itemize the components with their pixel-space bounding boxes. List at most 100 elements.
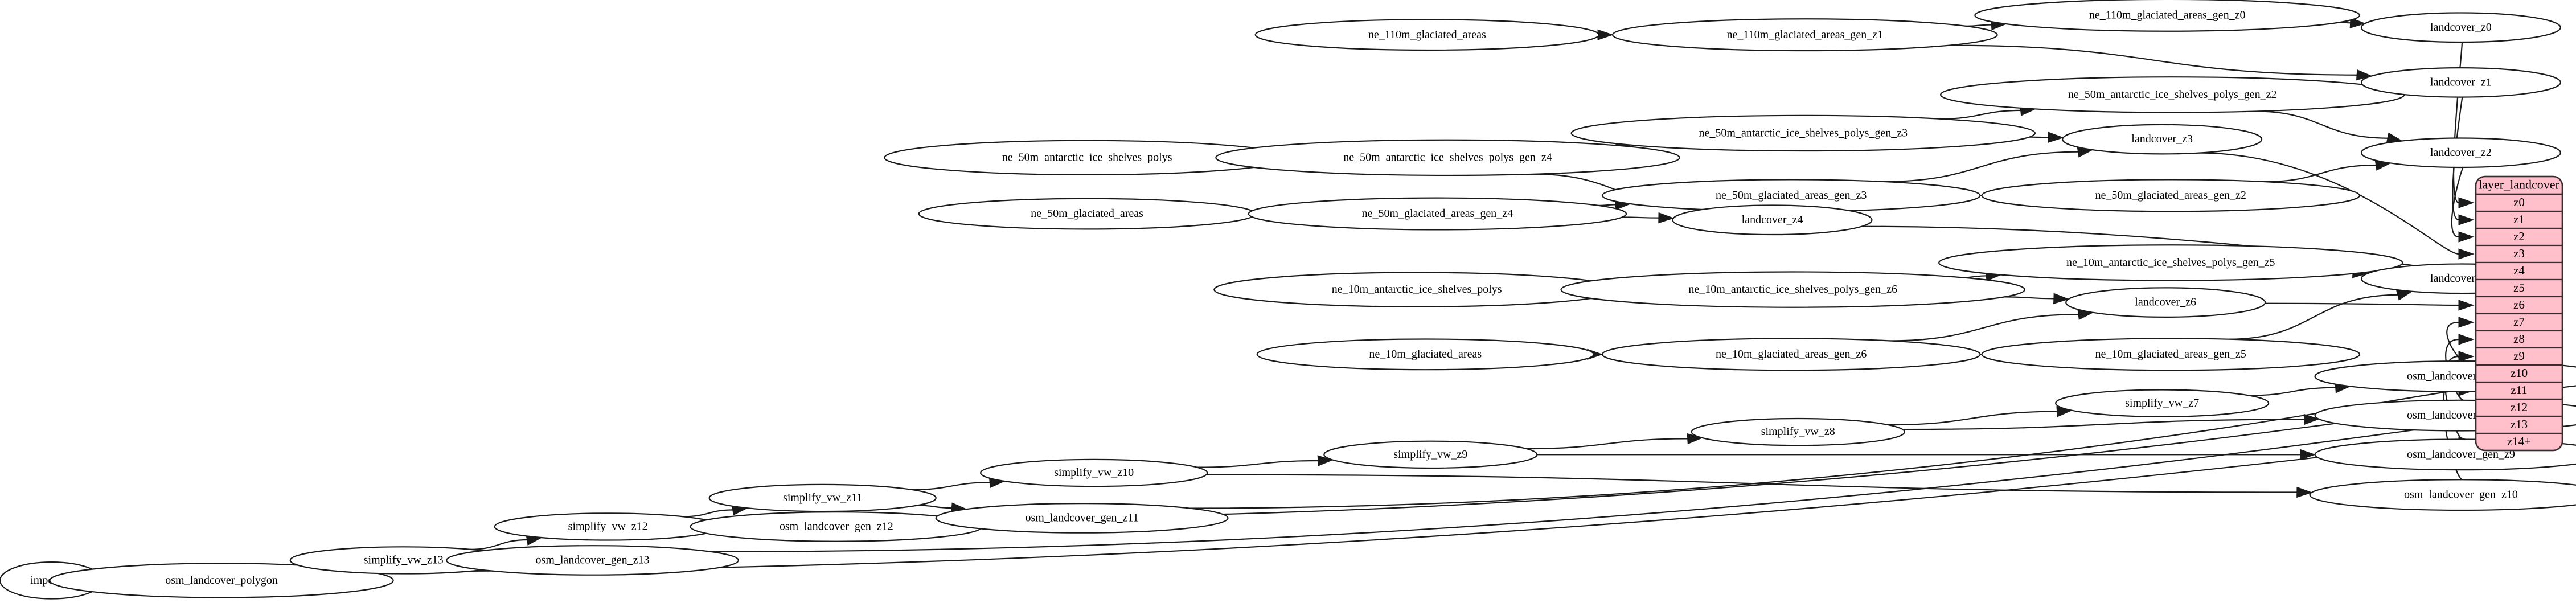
- graph-node-ne_50m_glaciated_areas_gen_z4[interactable]: ne_50m_glaciated_areas_gen_z4: [1248, 197, 1627, 231]
- graph-edge: [1622, 216, 1660, 219]
- graph-edge: [2029, 136, 2050, 138]
- graph-node-simplify_vw_z12[interactable]: simplify_vw_z12: [494, 512, 722, 541]
- record-row-label: z14+: [2507, 434, 2531, 448]
- graph-node-simplify_vw_z8[interactable]: simplify_vw_z8: [1691, 417, 1905, 446]
- graph-node-landcover_z3[interactable]: landcover_z3: [2062, 124, 2263, 155]
- graph-sink-edge: [2199, 152, 2459, 255]
- record-row[interactable]: [2476, 210, 2562, 229]
- node-label: ne_50m_glaciated_areas: [1031, 207, 1143, 220]
- graph-node-ne_50m_antarctic_ice_shelves_polys_gen_z2[interactable]: ne_50m_antarctic_ice_shelves_polys_gen_z…: [1939, 76, 2405, 113]
- graph-node-ne_10m_glaciated_areas_gen_z6[interactable]: ne_10m_glaciated_areas_gen_z6: [1601, 338, 1981, 371]
- graph-node-ne_50m_antarctic_ice_shelves_polys_gen_z4[interactable]: ne_50m_antarctic_ice_shelves_polys_gen_z…: [1215, 139, 1680, 177]
- graph-node-osm_landcover_gen_z10[interactable]: osm_landcover_gen_z10: [2309, 479, 2576, 511]
- edge-arrowhead: [2300, 449, 2316, 461]
- node-label: ne_50m_glaciated_areas_gen_z3: [1716, 189, 1867, 202]
- graph-edge: [1902, 419, 2306, 430]
- graph-node-simplify_vw_z7[interactable]: simplify_vw_z7: [2055, 389, 2270, 417]
- edge-arrowhead: [2048, 132, 2064, 143]
- graph-node-ne_10m_antarctic_ice_shelves_polys[interactable]: ne_10m_antarctic_ice_shelves_polys: [1213, 272, 1621, 307]
- graph-node-ne_10m_antarctic_ice_shelves_polys_gen_z6[interactable]: ne_10m_antarctic_ice_shelves_polys_gen_z…: [1560, 271, 2025, 308]
- edge-arrowhead: [2349, 17, 2366, 28]
- record-row[interactable]: [2476, 261, 2562, 281]
- node-label: ne_50m_antarctic_ice_shelves_polys_gen_z…: [1699, 127, 1908, 140]
- graph-node-ne_110m_glaciated_areas_gen_z1[interactable]: ne_110m_glaciated_areas_gen_z1: [1611, 18, 1998, 52]
- node-ellipse: [1974, 0, 2360, 32]
- graph-node-ne_10m_glaciated_areas[interactable]: ne_10m_glaciated_areas: [1256, 338, 1594, 371]
- node-ellipse: [2360, 67, 2561, 98]
- graph-node-simplify_vw_z10[interactable]: simplify_vw_z10: [980, 458, 1208, 487]
- edge-arrowhead: [2458, 334, 2475, 345]
- node-label: simplify_vw_z12: [568, 520, 648, 533]
- record-outline: [2475, 175, 2563, 452]
- graph-edge: [2004, 296, 2055, 300]
- graph-node-osm_landcover_gen_z11[interactable]: osm_landcover_gen_z11: [935, 503, 1229, 534]
- record-row[interactable]: [2476, 313, 2562, 332]
- node-label: ne_110m_glaciated_areas: [1368, 28, 1486, 41]
- graph-sink-edge: [2444, 355, 2463, 440]
- graph-node-ne_10m_antarctic_ice_shelves_polys_gen_z5[interactable]: ne_10m_antarctic_ice_shelves_polys_gen_z…: [1938, 244, 2403, 281]
- graph-node-ne_10m_glaciated_areas_gen_z5[interactable]: ne_10m_glaciated_areas_gen_z5: [1981, 338, 2361, 371]
- record-row-label: z13: [2511, 417, 2528, 431]
- graph-node-landcover_z4[interactable]: landcover_z4: [1672, 204, 1873, 236]
- graph-edge: [1940, 109, 2022, 120]
- node-label: osm_landcover_gen_z11: [1025, 511, 1138, 524]
- node-ellipse: [708, 483, 937, 512]
- graph-node-landcover_z2[interactable]: landcover_z2: [2360, 137, 2561, 169]
- node-label: ne_50m_antarctic_ice_shelves_polys: [1002, 151, 1172, 163]
- node-ellipse: [49, 563, 394, 598]
- edge-arrowhead: [2458, 317, 2475, 328]
- record-row-label: z0: [2513, 195, 2525, 209]
- record-row[interactable]: [2476, 244, 2562, 264]
- node-ellipse: [1611, 18, 1998, 52]
- node-ellipse: [1254, 19, 1599, 51]
- node-label: landcover_z2: [2430, 146, 2492, 159]
- record-row-label: z5: [2513, 281, 2525, 294]
- record-row[interactable]: [2476, 296, 2562, 315]
- graph-node-osm_landcover_gen_z13[interactable]: osm_landcover_gen_z13: [446, 545, 739, 576]
- graph-node-ne_110m_glaciated_areas[interactable]: ne_110m_glaciated_areas: [1254, 19, 1599, 51]
- graph-node-ne_50m_glaciated_areas_gen_z2[interactable]: ne_50m_glaciated_areas_gen_z2: [1981, 179, 2361, 212]
- node-ellipse: [1248, 197, 1627, 231]
- node-label: simplify_vw_z10: [1054, 466, 1134, 479]
- graph-node-simplify_vw_z9[interactable]: simplify_vw_z9: [1323, 440, 1538, 469]
- graph-node-ne_110m_glaciated_areas_gen_z0[interactable]: ne_110m_glaciated_areas_gen_z0: [1974, 0, 2360, 32]
- node-label: simplify_vw_z7: [2125, 397, 2199, 409]
- node-label: osm_landcover_gen_z13: [536, 554, 650, 567]
- record-row-label: z4: [2513, 264, 2525, 277]
- graph-edge: [2249, 387, 2337, 396]
- edge-arrowhead: [2458, 300, 2475, 311]
- graph-edge: [470, 539, 528, 550]
- node-label: ne_50m_glaciated_areas_gen_z4: [1362, 207, 1513, 220]
- graph-node-ne_50m_antarctic_ice_shelves_polys_gen_z3[interactable]: ne_50m_antarctic_ice_shelves_polys_gen_z…: [1570, 114, 2036, 152]
- graph-node-landcover_z0[interactable]: landcover_z0: [2360, 12, 2561, 43]
- edge-arrowhead: [2053, 293, 2070, 305]
- graph-node-simplify_vw_z11[interactable]: simplify_vw_z11: [708, 483, 937, 512]
- node-ellipse: [980, 458, 1208, 487]
- graph-edge: [1889, 313, 2080, 342]
- node-ellipse: [1601, 338, 1981, 371]
- node-label: ne_10m_glaciated_areas_gen_z6: [1716, 348, 1867, 360]
- graph-node-ne_50m_glaciated_areas[interactable]: ne_50m_glaciated_areas: [918, 198, 1256, 230]
- graph-node-ne_50m_antarctic_ice_shelves_polys[interactable]: ne_50m_antarctic_ice_shelves_polys: [884, 140, 1291, 175]
- graph-node-osm_landcover_polygon[interactable]: osm_landcover_polygon: [49, 563, 394, 598]
- graph-node-landcover_z1[interactable]: landcover_z1: [2360, 67, 2561, 98]
- edge-arrowhead: [2458, 197, 2475, 208]
- node-ellipse: [2360, 137, 2561, 169]
- node-ellipse: [1981, 338, 2361, 371]
- record-row[interactable]: [2476, 432, 2562, 450]
- node-label: ne_50m_antarctic_ice_shelves_polys_gen_z…: [1343, 151, 1552, 163]
- record-row-label: z12: [2511, 400, 2528, 414]
- node-ellipse: [1981, 179, 2361, 212]
- node-ellipse: [1560, 271, 2025, 308]
- record-row-label: z9: [2513, 349, 2525, 363]
- record-row-label: z3: [2513, 247, 2525, 260]
- node-label: ne_10m_antarctic_ice_shelves_polys_gen_z…: [2066, 256, 2275, 269]
- edge-arrowhead: [2458, 231, 2475, 243]
- node-label: ne_10m_glaciated_areas_gen_z5: [2095, 348, 2246, 360]
- graph-node-landcover_z6[interactable]: landcover_z6: [2065, 287, 2266, 318]
- graph-sink-edge: [954, 407, 2459, 519]
- node-ellipse: [2360, 12, 2561, 43]
- node-label: landcover_z1: [2430, 76, 2492, 88]
- record-row-label: z8: [2513, 332, 2525, 346]
